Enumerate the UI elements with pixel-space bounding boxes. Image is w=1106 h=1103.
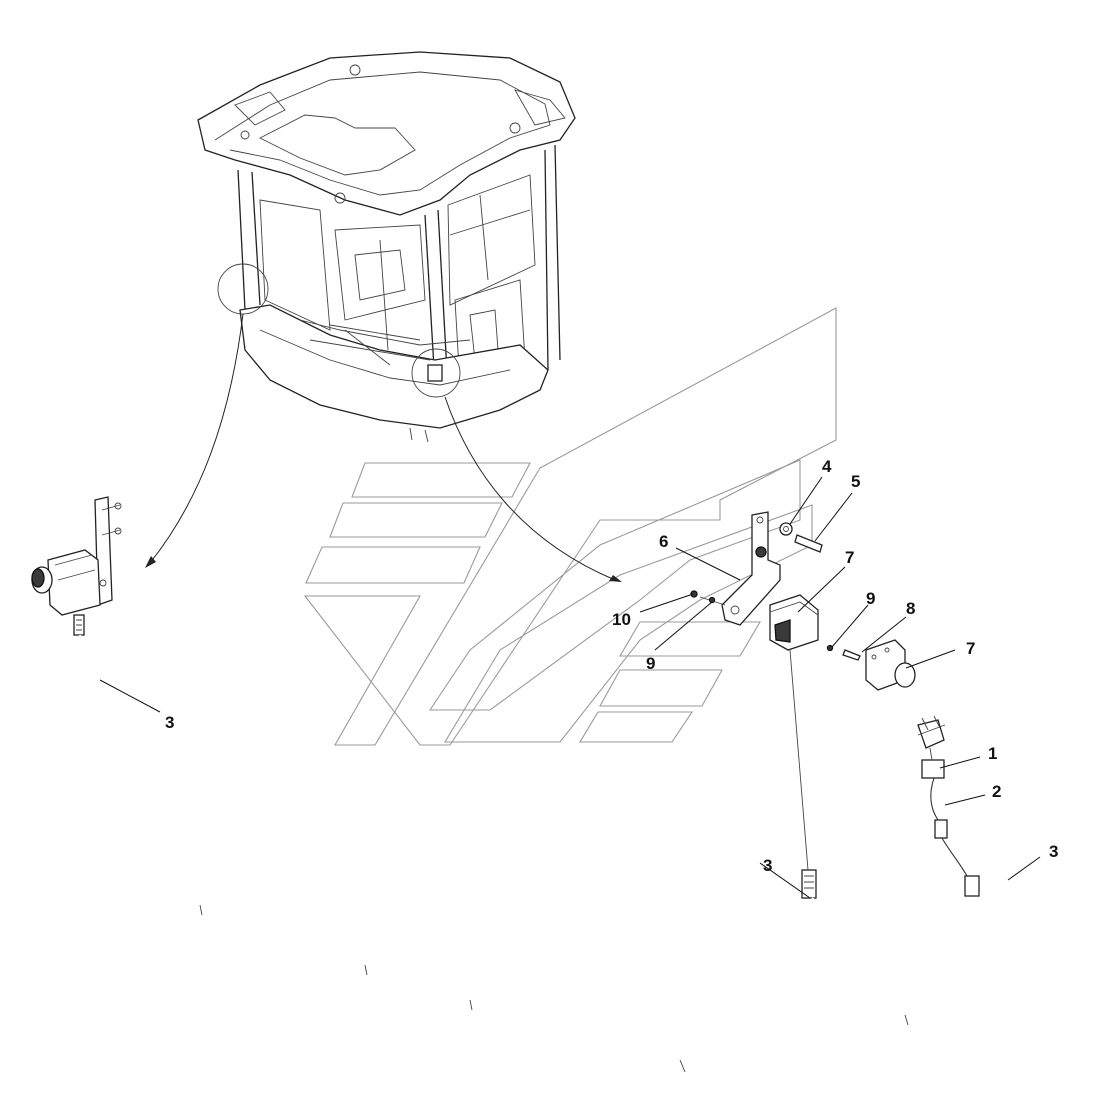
arrow-head-right	[609, 575, 622, 582]
callout-9-right: 9	[866, 589, 875, 608]
left-switch-assembly	[31, 496, 122, 636]
bracket-assembly	[690, 511, 916, 899]
connector-assembly	[917, 715, 980, 897]
callout-6: 6	[659, 532, 668, 551]
arrow-head-left	[145, 556, 156, 568]
callout-1: 1	[988, 744, 997, 763]
cab-assembly	[197, 51, 576, 443]
callout-2: 2	[992, 782, 1001, 801]
callout-8: 8	[906, 599, 915, 618]
callout-4: 4	[822, 457, 832, 476]
callout-7-upper: 7	[845, 548, 854, 567]
callout-7-lower: 7	[966, 639, 975, 658]
callout-labels: 1 2 3 3 3 4 5 6 7 7 8 9 9 10	[165, 457, 1058, 875]
callout-9-left: 9	[646, 654, 655, 673]
leader-lines	[99, 476, 1041, 899]
callout-10: 10	[612, 610, 631, 629]
callout-3-right: 3	[1049, 842, 1058, 861]
callout-3-bottom: 3	[763, 856, 772, 875]
wire-harness	[78, 634, 1083, 1085]
callout-3-left: 3	[165, 713, 174, 732]
detail-arrows	[145, 313, 622, 582]
callout-5: 5	[851, 472, 860, 491]
